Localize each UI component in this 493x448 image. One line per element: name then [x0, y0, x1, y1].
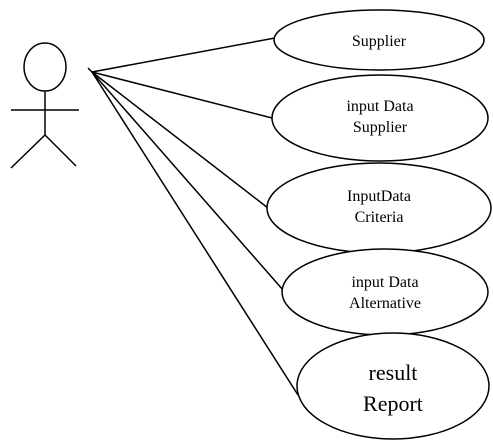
association-input-data-alternative: [91, 71, 284, 291]
label-input-data-supplier-line1: input Data: [346, 98, 413, 115]
label-input-data-supplier-line2: Supplier: [353, 119, 408, 136]
actor-left-leg: [10, 134, 46, 169]
association-supplier: [91, 37, 276, 73]
label-supplier: Supplier: [352, 33, 407, 50]
associations: [91, 37, 299, 396]
label-result-report-line2: Report: [363, 391, 423, 416]
association-input-data-supplier: [91, 71, 273, 119]
use-case-input-data-supplier: [271, 74, 489, 162]
use-case-result-report: [296, 332, 490, 440]
label-result-report-line1: result: [369, 360, 418, 385]
label-input-data-alternative-line1: input Data: [351, 274, 418, 291]
label-input-data-alternative-line2: Alternative: [349, 295, 421, 312]
use-case-supplier: [273, 9, 485, 71]
use-case-input-data-alternative: [281, 248, 489, 336]
use-case-ellipses: [266, 9, 492, 440]
actor-right-leg: [44, 134, 77, 167]
label-inputdata-criteria-line2: Criteria: [355, 209, 404, 226]
association-result-report: [91, 71, 299, 396]
label-inputdata-criteria-line1: InputData: [347, 188, 411, 205]
use-case-inputdata-criteria: [266, 162, 492, 254]
association-inputdata-criteria: [91, 71, 269, 209]
actor-head: [23, 42, 67, 92]
actor-anchor-tick: [87, 67, 97, 77]
actor-stick-figure: [10, 42, 79, 169]
